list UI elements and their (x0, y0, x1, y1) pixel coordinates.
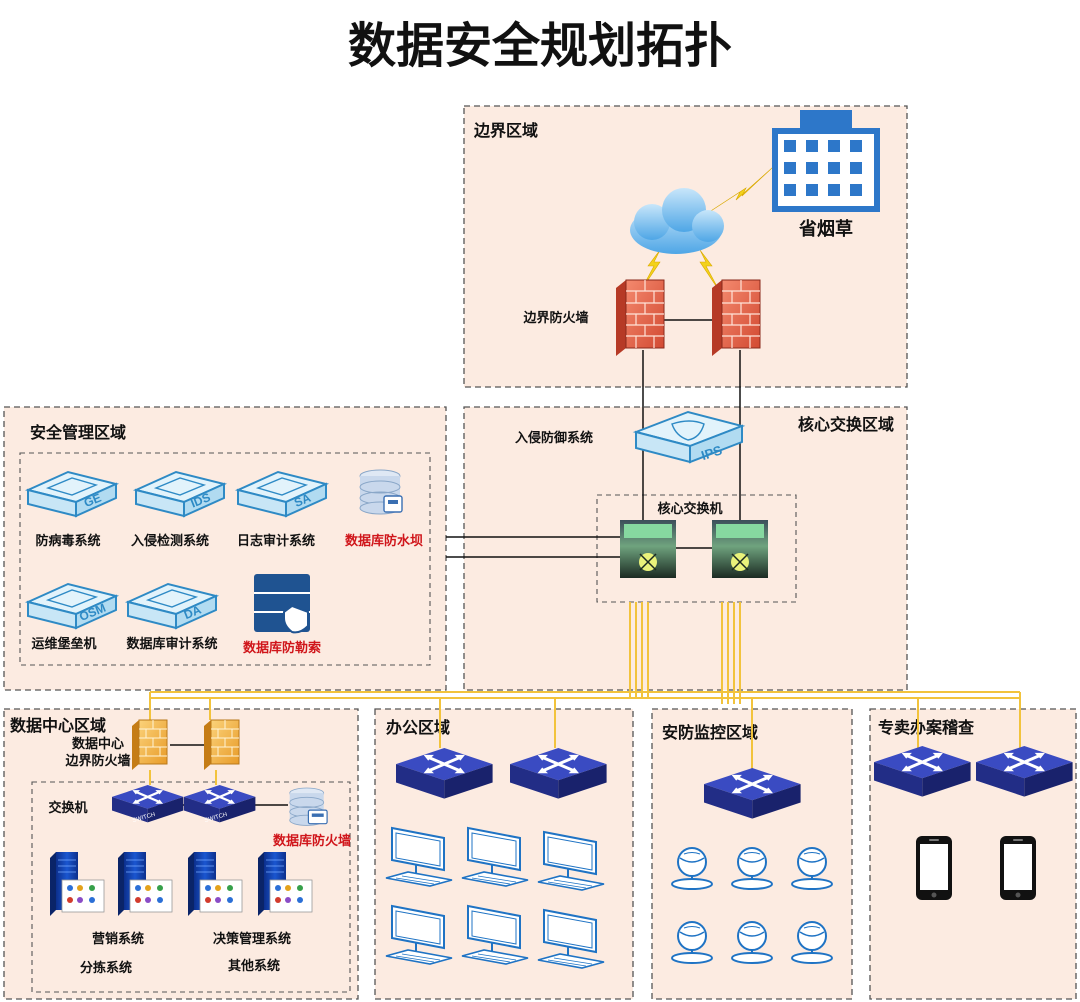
dc-switch-label: 交换机 (48, 800, 87, 816)
border-firewall-left-icon (615, 279, 665, 357)
province-label: 省烟草 (798, 218, 853, 240)
db-firewall-icon (289, 787, 328, 826)
dc-switch-right-icon: SWITCH (182, 783, 257, 824)
zone-datacenter-title: 数据中心区域 (10, 716, 106, 735)
zone-security (3, 406, 447, 691)
svg-text:SA: SA (292, 491, 313, 510)
core-switch-label: 核心交换机 (657, 501, 722, 517)
bastion-icon: OSM (27, 583, 117, 629)
zone-core-title: 核心交换区域 (798, 415, 894, 434)
db-audit-icon: DA (127, 583, 217, 629)
ips-label: 入侵防御系统 (515, 430, 593, 446)
page-title: 数据安全规划拓扑 (348, 18, 732, 74)
zone-monitor-title: 安防监控区域 (662, 723, 758, 742)
security-item-ids-label: 入侵检测系统 (131, 533, 209, 549)
dc-system-label: 营销系统 (92, 931, 144, 947)
core-switch-left-icon (620, 520, 676, 578)
zone-security-title: 安全管理区域 (30, 423, 126, 442)
dc-firewall-right-icon (203, 719, 240, 771)
dc-firewall-label-line2: 边界防火墙 (64, 753, 130, 769)
antivirus-icon: GE (27, 471, 117, 517)
security-item-antivirus-label: 防病毒系统 (35, 533, 100, 549)
zone-office-title: 办公区域 (386, 718, 450, 737)
security-item-db-audit-label: 数据库审计系统 (126, 636, 217, 652)
db-firewall-label: 数据库防火墙 (273, 833, 351, 849)
province-building-icon (772, 110, 880, 212)
security-item-log-audit-label: 日志审计系统 (237, 533, 315, 549)
zone-special (869, 708, 1077, 1000)
log-audit-icon: SA (237, 471, 327, 517)
dc-system-label: 决策管理系统 (213, 931, 291, 947)
security-item-db-dam-label: 数据库防水坝 (345, 533, 423, 549)
svg-text:DA: DA (182, 602, 204, 622)
ids-icon: IDS (135, 471, 225, 517)
svg-text:GE: GE (82, 491, 103, 510)
trunk-lines (149, 602, 1021, 785)
dc-firewall-left-icon (131, 719, 168, 771)
phone-icon (916, 836, 952, 900)
dc-firewall-label-line1: 数据中心 (72, 736, 124, 752)
dc-system-label: 分拣系统 (80, 960, 132, 976)
dc-system-label: 其他系统 (228, 958, 280, 974)
border-firewall-right-icon (711, 279, 761, 357)
security-item-db-ransomware-label: 数据库防勒索 (243, 640, 321, 656)
core-switch-right-icon (712, 520, 768, 578)
zone-special-title: 专卖办案稽查 (878, 718, 974, 737)
datacenter-inner-box (31, 781, 351, 993)
core-switch-box (596, 494, 797, 603)
svg-text:IDS: IDS (189, 490, 213, 510)
db-dam-icon (359, 469, 403, 515)
phone-icon (1000, 836, 1036, 900)
dc-switch-left-icon: SWITCH (110, 783, 185, 824)
border-firewall-label: 边界防火墙 (522, 310, 588, 326)
security-item-bastion-label: 运维堡垒机 (31, 636, 96, 652)
zone-border-title: 边界区域 (473, 121, 538, 140)
cloud-icon (630, 188, 724, 254)
db-ransomware-icon (254, 574, 310, 634)
ips-icon: IPS (632, 410, 746, 464)
ips-text: IPS (699, 442, 724, 463)
security-inner-box (19, 452, 431, 666)
